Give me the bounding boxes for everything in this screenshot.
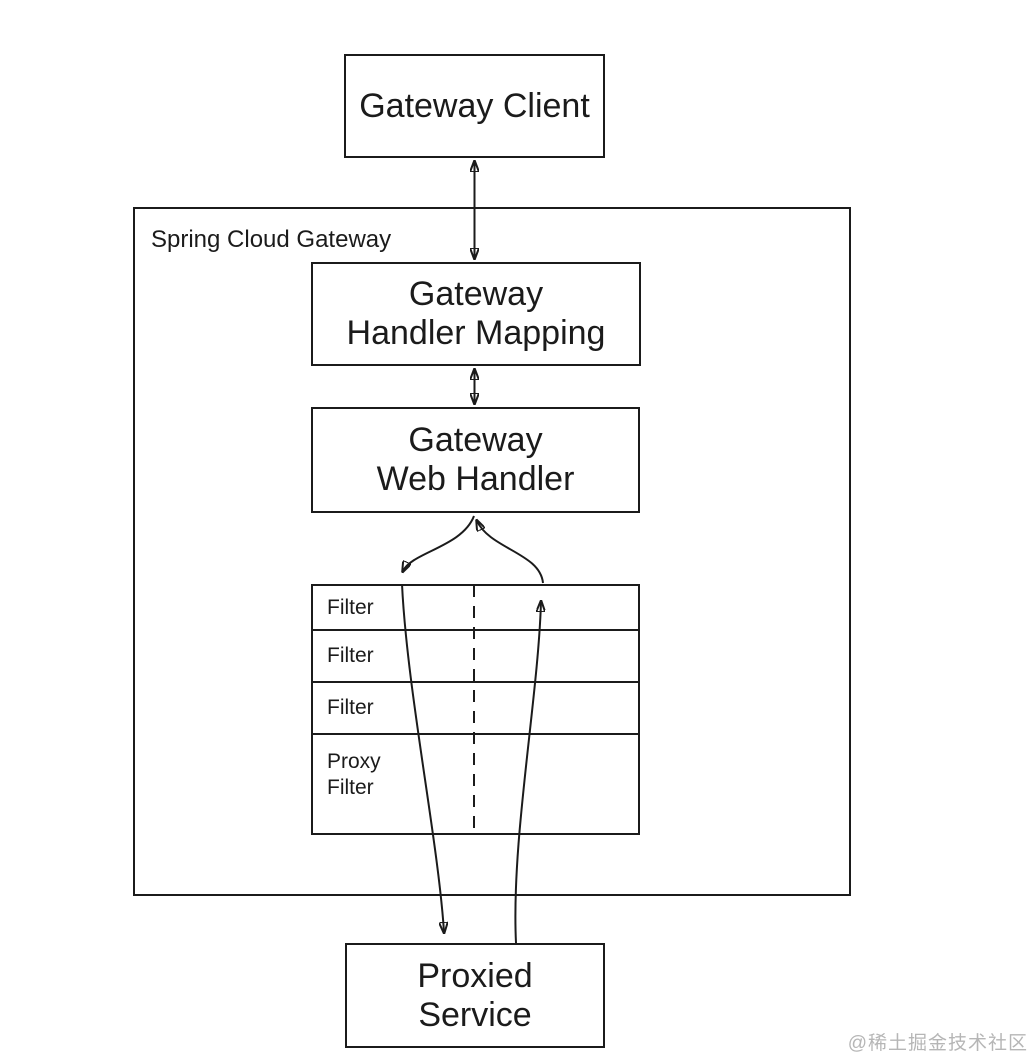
gateway-client-node: Gateway Client xyxy=(344,54,605,158)
gateway-web-handler-node: Gateway Web Handler xyxy=(311,407,640,513)
filter-label: Filter xyxy=(327,696,374,719)
filter-chain-stack: Filter Filter Filter Proxy Filter xyxy=(311,584,640,835)
proxy-filter-label: Proxy Filter xyxy=(327,750,381,799)
filter-label: Filter xyxy=(327,595,374,619)
filter-row: Filter xyxy=(313,586,638,629)
proxied-service-node: Proxied Service xyxy=(345,943,605,1048)
gateway-client-label: Gateway Client xyxy=(359,86,590,125)
filter-row: Filter xyxy=(313,681,638,733)
proxied-service-label: Proxied Service xyxy=(417,956,533,1034)
gateway-handler-mapping-label: Gateway Handler Mapping xyxy=(346,275,606,352)
watermark-text: @稀土掘金技术社区 xyxy=(847,1033,1028,1054)
filter-label: Filter xyxy=(327,644,374,667)
gateway-handler-mapping-node: Gateway Handler Mapping xyxy=(311,262,641,366)
filter-row: Filter xyxy=(313,629,638,681)
proxy-filter-row: Proxy Filter xyxy=(313,733,638,833)
gateway-web-handler-label: Gateway Web Handler xyxy=(376,421,575,498)
spring-cloud-gateway-label: Spring Cloud Gateway xyxy=(151,226,392,253)
